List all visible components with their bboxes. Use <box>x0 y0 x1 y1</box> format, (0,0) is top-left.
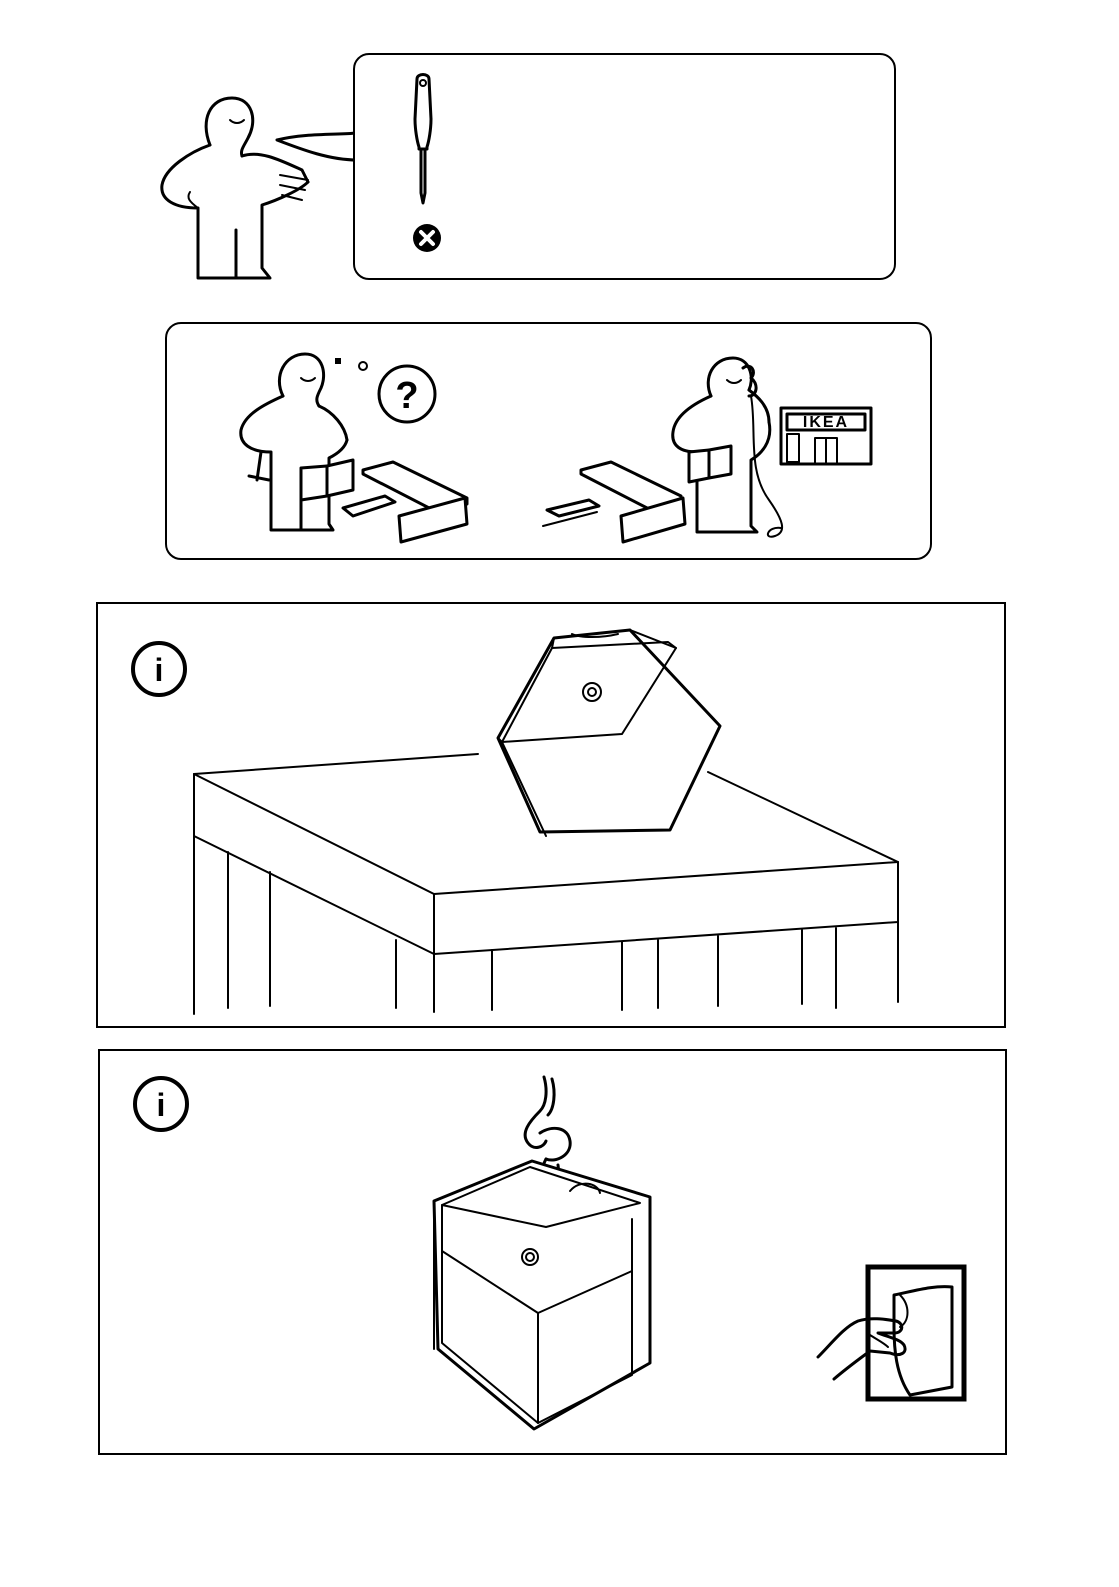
table-with-shade <box>98 604 1008 1028</box>
help-panel: ? IKEA <box>165 322 932 560</box>
tool-speech-bubble <box>353 53 896 280</box>
store-sign-label: IKEA <box>803 414 849 431</box>
info-panel-table: i <box>96 602 1006 1028</box>
peel-sticker-icon <box>814 1265 974 1405</box>
question-mark: ? <box>395 375 418 417</box>
question-mark-icon: ? <box>377 364 437 424</box>
phone-figure: IKEA <box>537 350 877 550</box>
no-x-icon <box>411 222 443 254</box>
speech-tail <box>275 125 357 170</box>
info-panel-hanging: i <box>98 1049 1007 1455</box>
tools-figure <box>150 90 320 290</box>
confused-figure <box>235 348 475 538</box>
